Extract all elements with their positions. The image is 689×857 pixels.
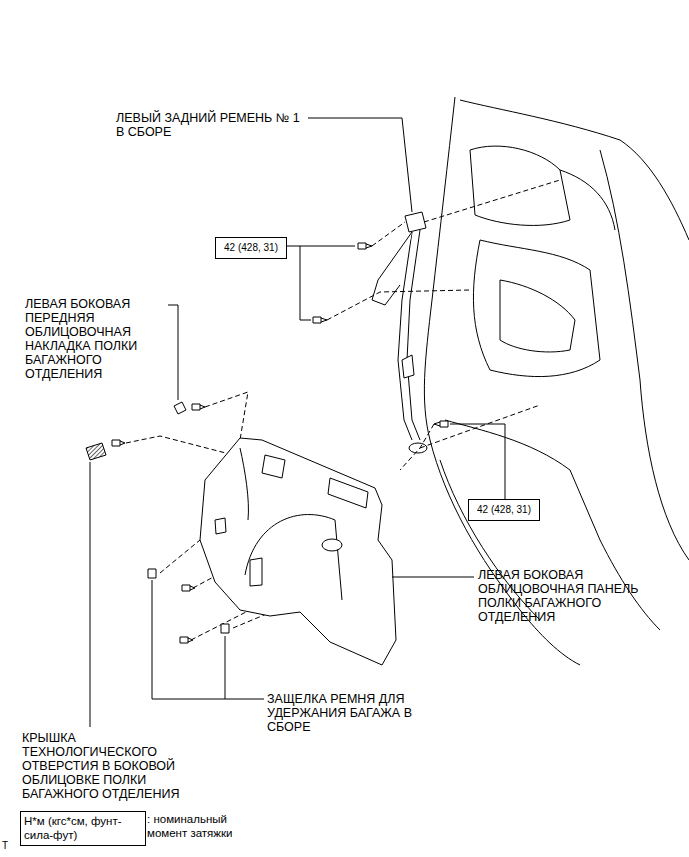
assembly-line — [400, 405, 540, 470]
box-text: 42 (428, 31) — [473, 504, 535, 516]
body-line — [560, 170, 615, 230]
leader-line — [308, 118, 412, 212]
trim-panel — [200, 438, 396, 665]
belt-tongue — [402, 355, 414, 378]
assembly-line — [327, 290, 470, 320]
part-label: ЛЕВАЯ БОКОВАЯ ОБЛИЦОВОЧНАЯ ПАНЕЛЬ ПОЛКИ … — [478, 568, 656, 624]
part-label: КРЫШКА ТЕХНОЛОГИЧЕСКОГО ОТВЕРСТИЯ В БОКО… — [22, 731, 200, 801]
panel-arch — [245, 515, 342, 600]
body-recess — [500, 280, 575, 352]
body-panel — [473, 240, 600, 377]
trim-cover — [174, 402, 186, 414]
bolt — [434, 421, 448, 427]
leader-line — [450, 424, 505, 499]
leader-line — [392, 577, 474, 578]
assembly-line — [424, 180, 560, 222]
figure-id: T — [2, 840, 16, 852]
bolt — [182, 585, 195, 591]
leader-line — [90, 462, 91, 727]
luggage-hook — [148, 569, 156, 578]
panel-slots — [215, 518, 262, 586]
clip — [112, 440, 125, 446]
leader-line — [168, 305, 178, 400]
body-outline — [460, 100, 689, 240]
box-text: 42 (428, 31) — [220, 242, 282, 254]
panel-openings — [262, 455, 368, 508]
belt-anchor — [409, 443, 427, 453]
clip — [192, 404, 205, 410]
box-text: Н*м (кгс*см, фунт-сила-фут) — [24, 815, 142, 842]
part-label: ЛЕВАЯ БОКОВАЯ ПЕРЕДНЯЯ ОБЛИЦОВОЧНАЯ НАКЛ… — [25, 297, 165, 381]
belt-guide — [405, 212, 426, 232]
legend-text: : номинальный момент затяжки — [147, 813, 257, 840]
bolt — [358, 243, 372, 249]
panel-cup — [322, 539, 342, 551]
belt-retractor — [372, 232, 412, 305]
hole-cover — [86, 443, 106, 460]
leader-line — [152, 580, 264, 699]
assembly-line — [372, 222, 405, 246]
assembly-line — [205, 392, 248, 440]
legend-box: Н*м (кгс*см, фунт-сила-фут) — [20, 811, 146, 846]
part-label: ЛЕВЫЙ ЗАДНИЙ РЕМЕНЬ № 1 В СБОРЕ — [116, 111, 308, 139]
bolt — [180, 637, 193, 643]
torque-box: 42 (428, 31) — [468, 499, 540, 521]
body-pillar — [600, 150, 689, 560]
body-line — [445, 420, 660, 630]
bolt — [313, 317, 327, 323]
leader-line — [287, 246, 355, 320]
luggage-hook — [221, 624, 229, 633]
part-label: ЗАЩЕЛКА РЕМНЯ ДЛЯ УДЕРЖАНИЯ БАГАЖА В СБО… — [267, 692, 422, 734]
torque-box: 42 (428, 31) — [215, 237, 287, 259]
body-window — [470, 146, 570, 225]
panel-detail — [240, 448, 248, 520]
